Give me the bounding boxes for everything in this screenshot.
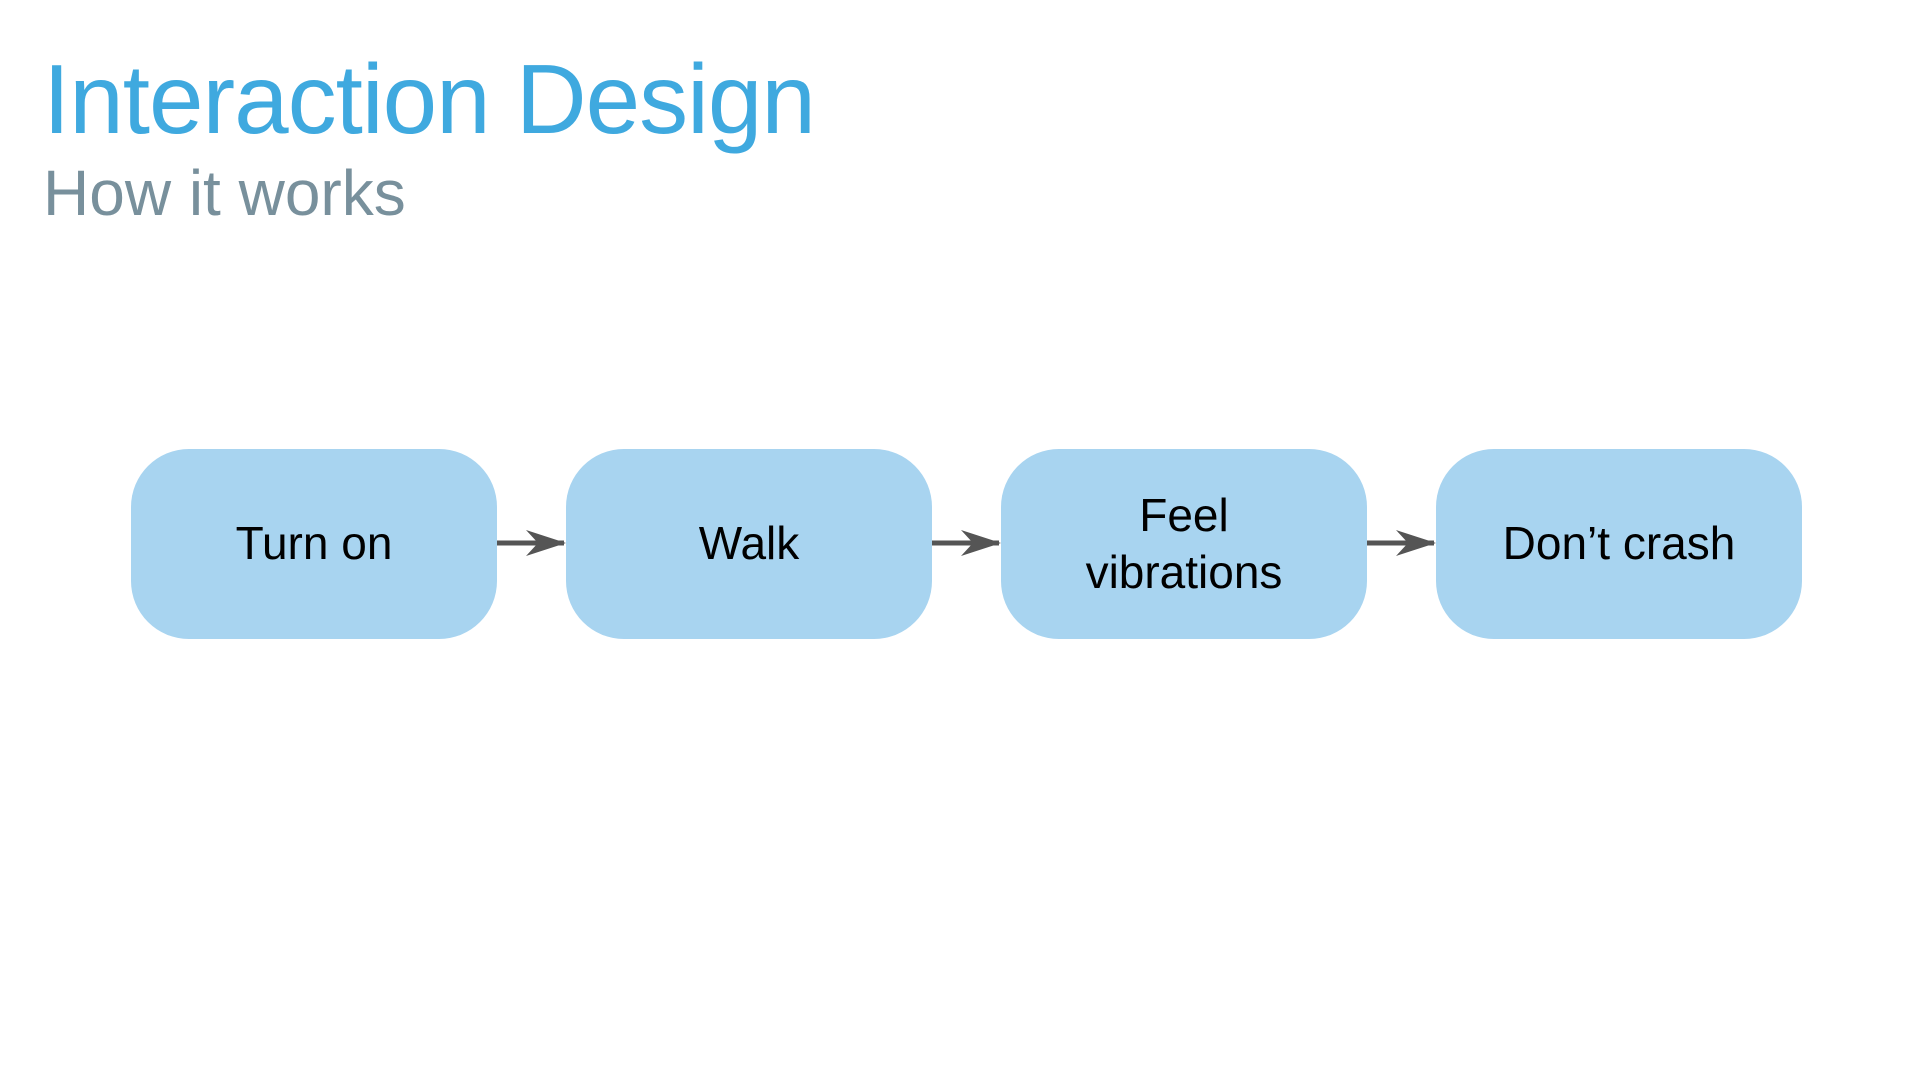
flow-step-dont-crash: Don’t crash xyxy=(1436,449,1802,639)
flow-step-label: Feel vibrations xyxy=(1085,488,1283,599)
flow-step-label: Walk xyxy=(698,517,800,570)
arrow-3-icon xyxy=(1367,530,1436,556)
flow-step-feel-vibrations: Feel vibrations xyxy=(1001,449,1367,639)
flow-step-turn-on: Turn on xyxy=(131,449,497,639)
slide-title: Interaction Design xyxy=(43,44,816,154)
flow-step-label: Don’t crash xyxy=(1502,517,1736,570)
flow-step-label: Turn on xyxy=(235,517,393,570)
flow-step-walk: Walk xyxy=(566,449,932,639)
arrow-2-icon xyxy=(932,530,1001,556)
slide-subtitle: How it works xyxy=(43,157,406,229)
arrow-1-icon xyxy=(497,530,566,556)
